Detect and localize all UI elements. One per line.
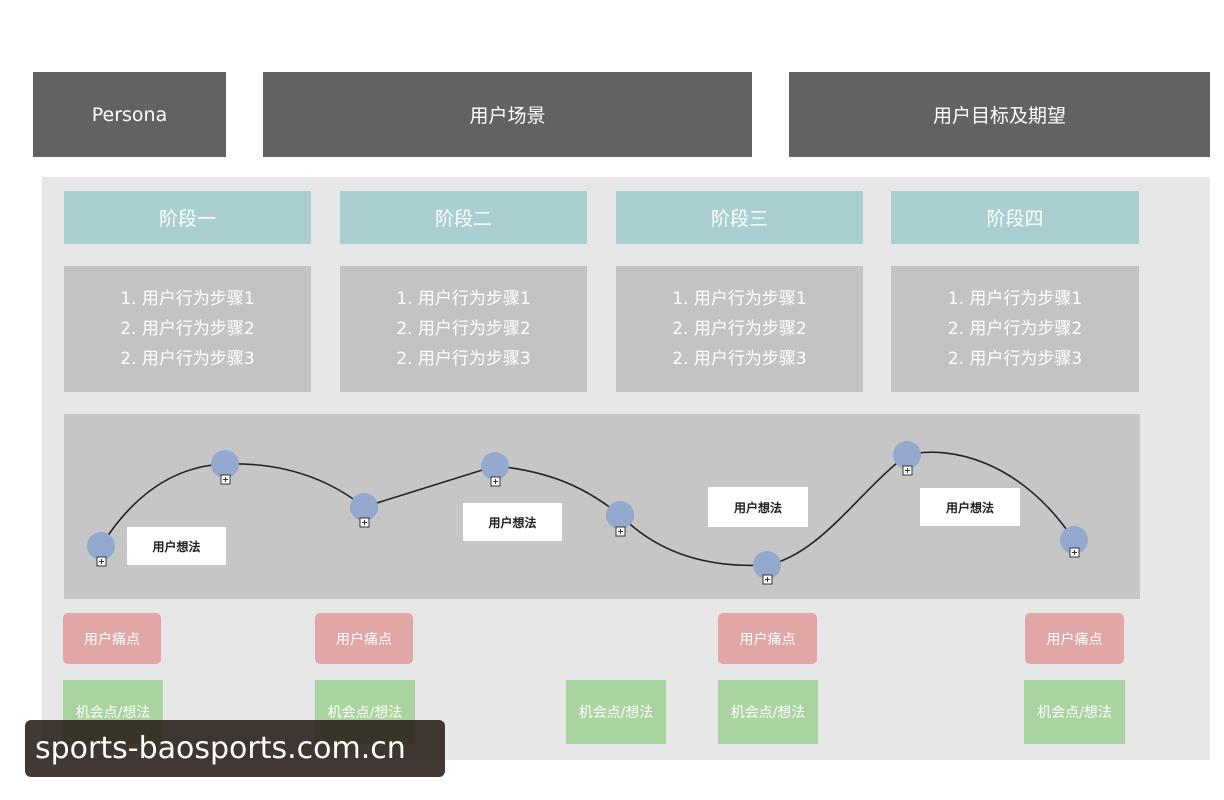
expand-icon[interactable] — [902, 465, 913, 476]
step-item: 2. 用户行为步骤3 — [947, 349, 1083, 369]
expand-icon[interactable] — [96, 556, 107, 567]
pain-label: 用户痛点 — [739, 631, 796, 648]
curve-node[interactable] — [87, 532, 115, 560]
step-item: 2. 用户行为步骤3 — [396, 349, 531, 369]
thought-label: 用户想法 — [945, 500, 994, 515]
curve-node[interactable] — [753, 551, 781, 579]
opportunity-label: 机会点/想法 — [1037, 705, 1112, 721]
pain-point-1: 用户痛点 — [63, 613, 161, 664]
goals-label: 用户目标及期望 — [932, 105, 1066, 127]
pain-point-3: 用户痛点 — [718, 613, 817, 664]
step-item: 1. 用户行为步骤1 — [672, 289, 807, 309]
opportunity-5: 机会点/想法 — [1024, 680, 1125, 744]
stage-header-4: 阶段四 — [891, 191, 1139, 244]
user-thought-3: 用户想法 — [708, 487, 808, 527]
user-thought-1: 用户想法 — [127, 527, 226, 565]
step-item: 2. 用户行为步骤2 — [672, 319, 807, 339]
stage-label: 阶段二 — [434, 208, 492, 230]
stage-steps-4: 1. 用户行为步骤1 2. 用户行为步骤2 2. 用户行为步骤3 — [891, 266, 1139, 392]
expand-icon[interactable] — [220, 474, 231, 485]
persona-header: Persona — [33, 72, 226, 157]
stage-header-1: 阶段一 — [64, 191, 311, 244]
step-item: 2. 用户行为步骤3 — [120, 349, 255, 369]
step-item: 1. 用户行为步骤1 — [396, 289, 531, 309]
stage-label: 阶段一 — [158, 208, 216, 230]
scenario-header: 用户场景 — [263, 72, 752, 157]
curve-node[interactable] — [481, 452, 509, 480]
expand-icon[interactable] — [762, 574, 773, 585]
stage-label: 阶段四 — [986, 208, 1044, 230]
step-item: 2. 用户行为步骤2 — [396, 319, 531, 339]
opportunity-3: 机会点/想法 — [566, 680, 666, 744]
thought-label: 用户想法 — [733, 500, 782, 515]
curve-node[interactable] — [893, 441, 921, 469]
step-item: 2. 用户行为步骤2 — [947, 319, 1083, 339]
watermark-text: sports-baosports.com.cn — [35, 731, 406, 766]
curve-node[interactable] — [211, 450, 239, 478]
expand-icon[interactable] — [359, 517, 370, 528]
stage-header-2: 阶段二 — [340, 191, 587, 244]
pain-label: 用户痛点 — [1046, 631, 1103, 648]
expand-icon[interactable] — [490, 476, 501, 487]
step-item: 2. 用户行为步骤2 — [120, 319, 255, 339]
step-item: 1. 用户行为步骤1 — [120, 289, 255, 309]
opportunity-label: 机会点/想法 — [578, 705, 654, 721]
opportunity-label: 机会点/想法 — [75, 705, 151, 721]
curve-node[interactable] — [606, 501, 634, 529]
pain-point-2: 用户痛点 — [315, 613, 413, 664]
expand-icon[interactable] — [1069, 547, 1080, 558]
user-thought-2: 用户想法 — [463, 503, 562, 541]
stage-steps-2: 1. 用户行为步骤1 2. 用户行为步骤2 2. 用户行为步骤3 — [340, 266, 587, 392]
thought-label: 用户想法 — [488, 515, 537, 530]
pain-label: 用户痛点 — [84, 631, 140, 648]
step-item: 2. 用户行为步骤3 — [672, 349, 807, 369]
watermark-banner: sports-baosports.com.cn — [25, 720, 445, 777]
scenario-label: 用户场景 — [469, 105, 546, 127]
goals-header: 用户目标及期望 — [789, 72, 1210, 157]
expand-icon[interactable] — [615, 526, 626, 537]
stage-label: 阶段三 — [710, 208, 768, 230]
persona-label: Persona — [91, 103, 168, 126]
opportunity-4: 机会点/想法 — [718, 680, 818, 744]
stage-steps-1: 1. 用户行为步骤1 2. 用户行为步骤2 2. 用户行为步骤3 — [64, 266, 311, 392]
step-item: 1. 用户行为步骤1 — [947, 289, 1083, 309]
thought-label: 用户想法 — [152, 539, 201, 554]
stage-steps-3: 1. 用户行为步骤1 2. 用户行为步骤2 2. 用户行为步骤3 — [616, 266, 863, 392]
opportunity-label: 机会点/想法 — [327, 705, 403, 721]
opportunity-label: 机会点/想法 — [730, 705, 806, 721]
user-thought-4: 用户想法 — [920, 488, 1020, 526]
pain-label: 用户痛点 — [336, 631, 392, 648]
curve-node[interactable] — [1060, 526, 1088, 554]
curve-node[interactable] — [350, 493, 378, 521]
pain-point-4: 用户痛点 — [1025, 613, 1124, 664]
stage-header-3: 阶段三 — [616, 191, 863, 244]
